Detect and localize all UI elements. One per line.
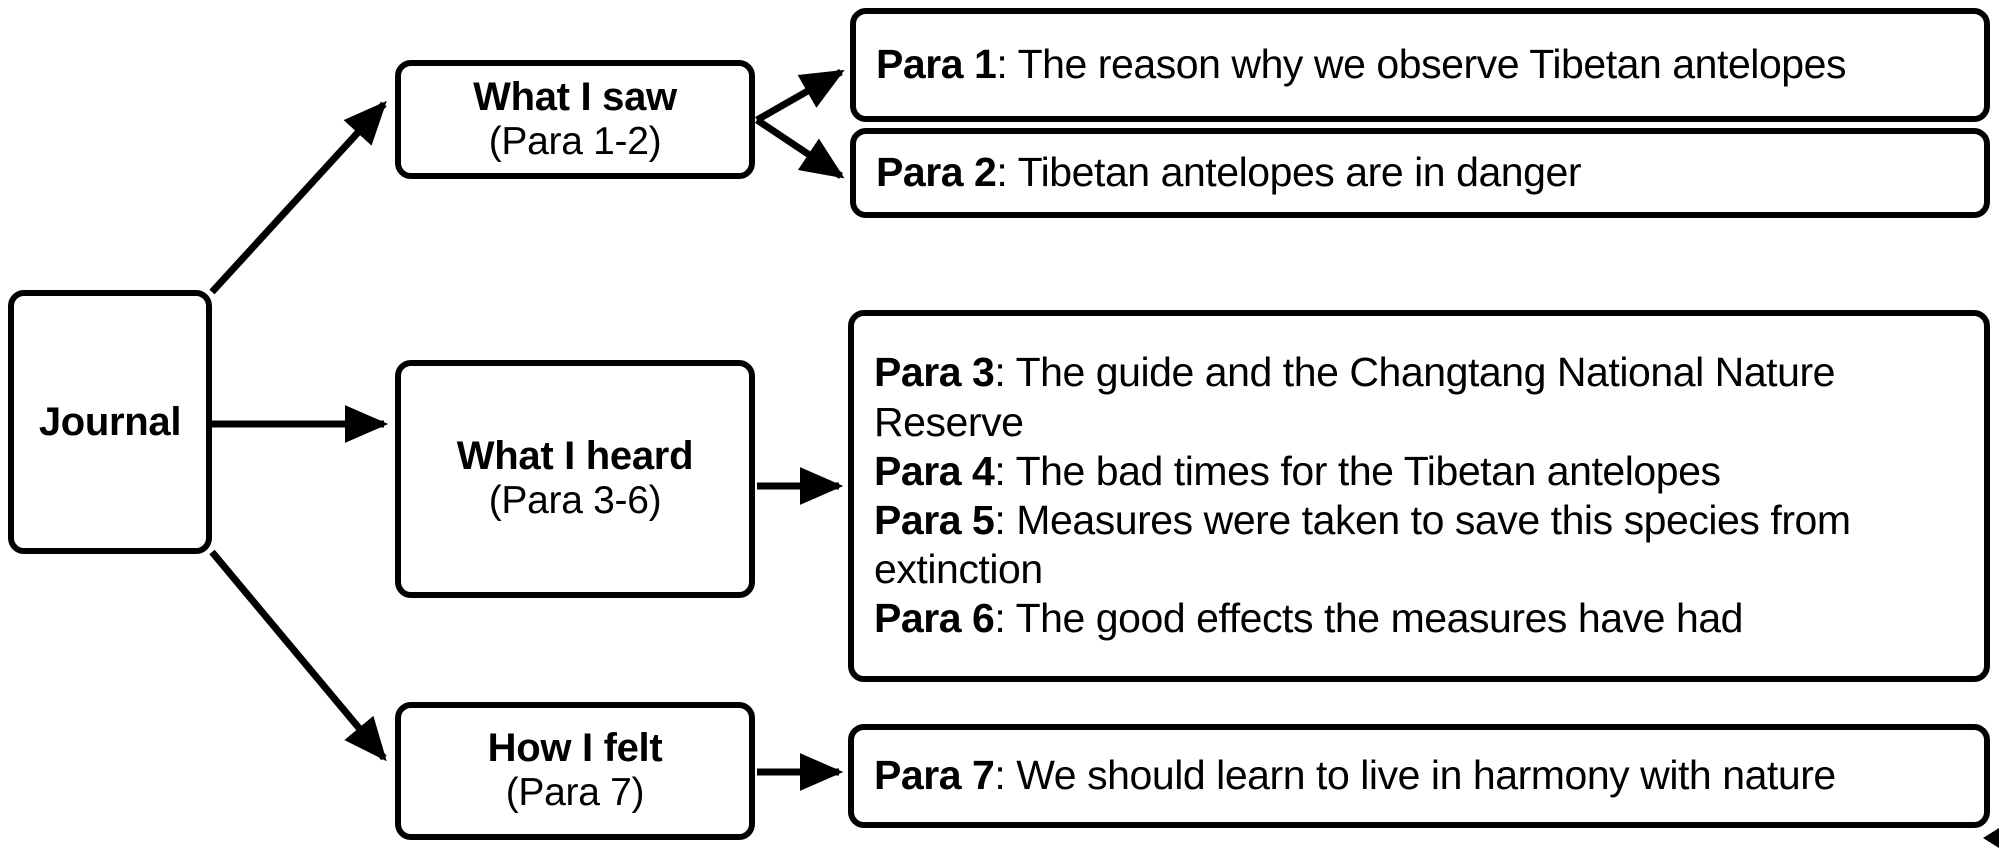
- para-6-tag: Para 6: [874, 595, 995, 642]
- para-3-line: Para 3: The guide and the Changtang Nati…: [874, 348, 1970, 446]
- para-4-line: Para 4: The bad times for the Tibetan an…: [874, 447, 1970, 496]
- node-what-i-saw[interactable]: What I saw (Para 1-2): [395, 60, 755, 179]
- node-what-i-heard[interactable]: What I heard (Para 3-6): [395, 360, 755, 598]
- para-1-tag: Para 1: [876, 41, 997, 88]
- para-5-sep: :: [994, 497, 1017, 543]
- para-1-block: Para 1: The reason why we observe Tibeta…: [856, 40, 1984, 89]
- para-7-block: Para 7: We should learn to live in harmo…: [854, 751, 1984, 800]
- para-4-tag: Para 4: [874, 447, 995, 494]
- para-7-tag: Para 7: [874, 752, 995, 799]
- node-para-7[interactable]: Para 7: We should learn to live in harmo…: [848, 724, 1990, 828]
- para-7-line: Para 7: We should learn to live in harmo…: [874, 751, 1970, 800]
- para-3-text: The guide and the Changtang National Nat…: [874, 349, 1836, 445]
- node-what-i-heard-subtitle: (Para 3-6): [488, 479, 662, 523]
- para-2-line: Para 2: Tibetan antelopes are in danger: [876, 148, 1970, 197]
- para-4-text: The bad times for the Tibetan antelopes: [1015, 447, 1721, 494]
- node-what-i-saw-title: What I saw: [473, 74, 677, 119]
- para-7-text: We should learn to live in harmony with …: [1016, 752, 1836, 799]
- node-journal-label: Journal: [38, 400, 182, 444]
- connector-what-saw-to-para-2: [755, 117, 845, 179]
- para-2-sep: :: [996, 149, 1018, 196]
- para-5-line: Para 5: Measures were taken to save this…: [874, 496, 1970, 594]
- para-7-sep: :: [994, 752, 1017, 799]
- node-what-i-heard-title: What I heard: [456, 434, 694, 479]
- para-6-line: Para 6: The good effects the measures ha…: [874, 594, 1970, 643]
- node-how-i-felt-title: How I felt: [487, 726, 663, 771]
- para-1-line: Para 1: The reason why we observe Tibeta…: [876, 40, 1970, 89]
- node-para-1[interactable]: Para 1: The reason why we observe Tibeta…: [850, 8, 1990, 122]
- para-2-tag: Para 2: [876, 149, 997, 196]
- connector-what-saw-to-para-1: [755, 68, 845, 124]
- node-how-i-felt[interactable]: How I felt (Para 7): [395, 702, 755, 840]
- node-para-3-to-6[interactable]: Para 3: The guide and the Changtang Nati…: [848, 310, 1990, 682]
- para-3-sep: :: [994, 349, 1016, 396]
- para-1-sep: :: [996, 41, 1018, 88]
- para-6-text: The good effects the measures have had: [1015, 595, 1744, 642]
- para-4-sep: :: [994, 447, 1016, 494]
- para-5-tag: Para 5: [874, 497, 995, 543]
- node-what-i-saw-subtitle: (Para 1-2): [488, 119, 662, 163]
- para-5-text: Measures were taken to save this species…: [874, 497, 1851, 593]
- para-6-sep: :: [994, 595, 1016, 642]
- para-1-text: The reason why we observe Tibetan antelo…: [1017, 41, 1847, 88]
- para-3-6-block: Para 3: The guide and the Changtang Nati…: [854, 348, 1984, 643]
- node-journal[interactable]: Journal: [8, 290, 212, 554]
- connector-journal-to-how-felt: [209, 549, 387, 762]
- node-para-2[interactable]: Para 2: Tibetan antelopes are in danger: [850, 128, 1990, 218]
- node-how-i-felt-subtitle: (Para 7): [505, 771, 645, 815]
- corner-artifact-icon: [1983, 828, 1999, 848]
- para-2-text: Tibetan antelopes are in danger: [1017, 149, 1582, 196]
- para-3-tag: Para 3: [874, 349, 995, 396]
- para-2-block: Para 2: Tibetan antelopes are in danger: [856, 148, 1984, 197]
- connector-journal-to-what-saw: [209, 100, 387, 295]
